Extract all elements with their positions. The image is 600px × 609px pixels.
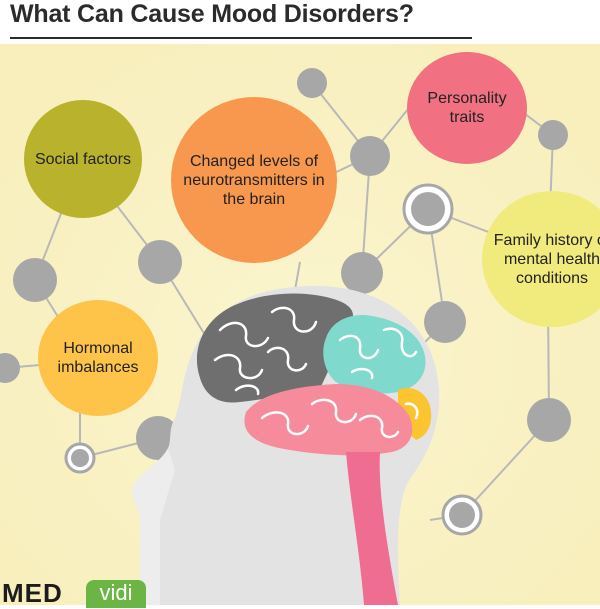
factor-hormonal-label: Hormonal imbalances — [57, 340, 139, 376]
ring-node-core — [449, 502, 475, 528]
factor-hormonal: Hormonal imbalances — [38, 300, 158, 416]
network-node — [424, 301, 466, 343]
factor-personality: Personality traits — [407, 52, 527, 164]
ring-nodes — [64, 183, 483, 536]
medvidi-logo: MED vidi — [0, 578, 160, 608]
network-node — [138, 240, 182, 284]
logo-vidi-text: vidi — [86, 580, 146, 608]
network-node — [0, 353, 20, 383]
factor-family-history: Family history of mental health conditio… — [482, 191, 600, 327]
title-underline — [10, 37, 472, 39]
brain — [196, 293, 432, 605]
ring-node-core — [411, 192, 445, 226]
factor-personality-label: Personality traits — [427, 90, 507, 126]
brainstem — [346, 452, 398, 605]
network-nodes — [0, 68, 571, 460]
brain-folds — [213, 306, 419, 439]
brain-temporal-lobe — [244, 384, 413, 456]
factor-social: Social factors — [24, 100, 142, 218]
factor-neurotransmitters-label: Changed levels of neurotransmitters in t… — [183, 152, 325, 208]
logo-med-text: MED — [2, 578, 63, 608]
network-node — [350, 136, 390, 176]
face-profile-shade — [132, 448, 175, 605]
network-node — [341, 252, 383, 294]
network-node — [297, 68, 327, 98]
network-node — [13, 258, 57, 302]
network-node — [538, 120, 568, 150]
ring-node-core — [71, 449, 89, 467]
factor-family-history-label: Family history of mental health conditio… — [493, 231, 600, 287]
network-node — [527, 398, 571, 442]
factor-neurotransmitters: Changed levels of neurotransmitters in t… — [171, 97, 337, 263]
page-title: What Can Cause Mood Disorders? — [10, 0, 414, 28]
factor-social-label: Social factors — [34, 150, 132, 168]
